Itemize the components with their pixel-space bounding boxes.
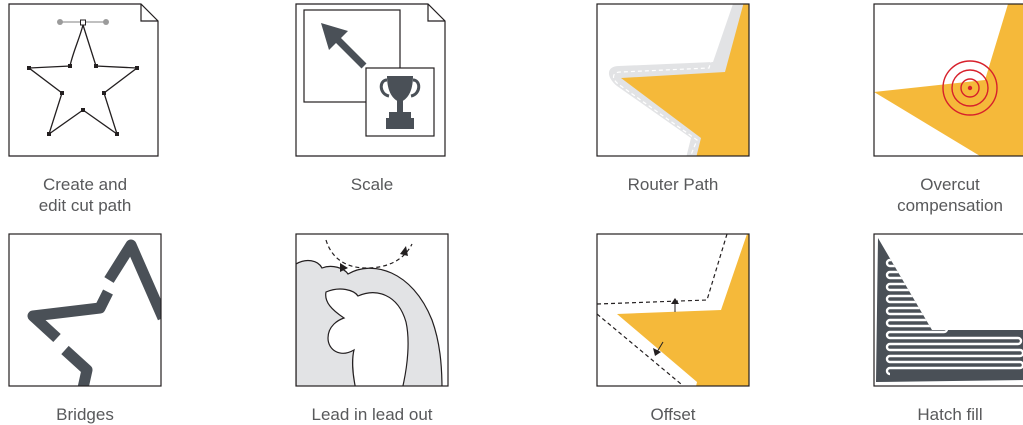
hatch-fill-icon <box>873 233 1023 387</box>
feature-label: Router Path <box>627 175 719 194</box>
lead-in-out-icon <box>295 233 449 387</box>
feature-label: Scale <box>350 175 394 194</box>
offset-star-icon <box>596 233 750 387</box>
feature-label: Lead in lead out <box>311 405 433 424</box>
feature-hatch: Hatch fill <box>865 230 1023 425</box>
feature-label: Bridges <box>56 405 114 424</box>
feature-router-path: Router Path <box>588 0 758 195</box>
star-nodes-icon <box>8 3 159 157</box>
bridges-star-icon <box>8 233 162 387</box>
feature-create-edit: Create and edit cut path <box>0 0 170 216</box>
feature-label: Offset <box>650 405 696 424</box>
feature-bridges: Bridges <box>0 230 170 425</box>
feature-label: Hatch fill <box>917 405 983 424</box>
feature-scale: Scale <box>287 0 457 195</box>
overcut-target-icon <box>873 3 1023 157</box>
feature-label: Overcut compensation <box>897 175 1003 215</box>
feature-offset: Offset <box>588 230 758 425</box>
feature-overcut: Overcut compensation <box>865 0 1023 216</box>
feature-label: Create and edit cut path <box>38 175 132 215</box>
feature-lead: Lead in lead out <box>287 230 457 425</box>
router-path-icon <box>596 3 750 157</box>
scale-trophy-icon <box>295 3 446 157</box>
